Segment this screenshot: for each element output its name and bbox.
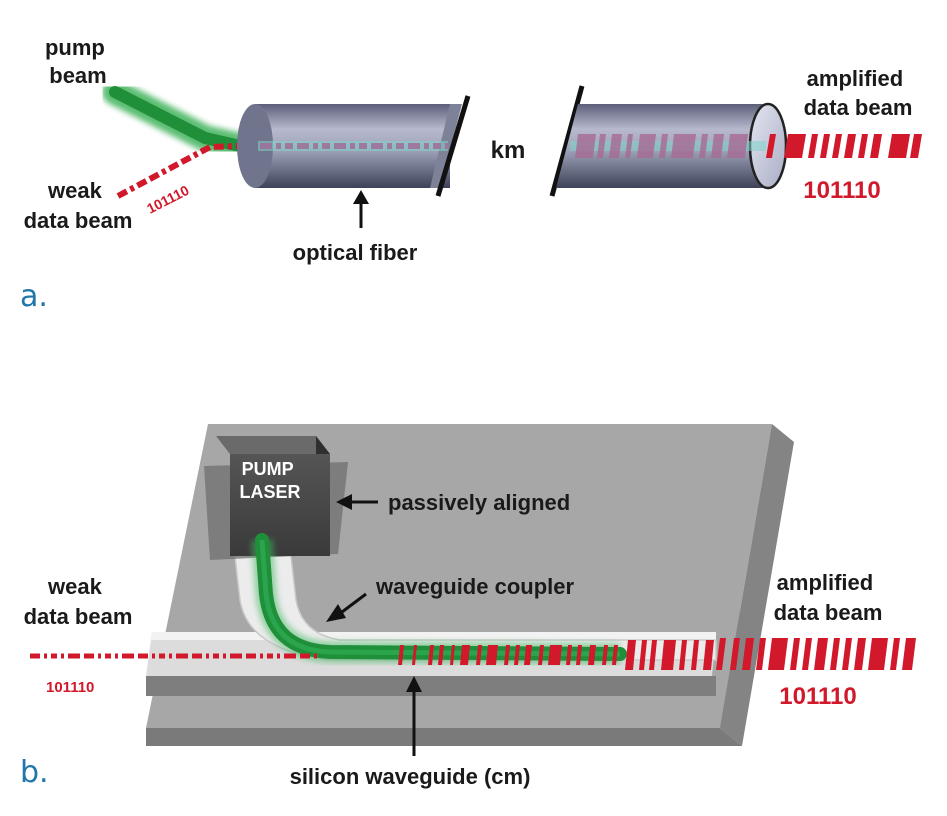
distance-km-label: km [491,137,526,164]
optical-fiber-label: optical fiber [293,240,418,265]
weak-data-beam-label-b: weak data beam [24,574,133,629]
panel-a: pump beam weak data beam 101110 optical … [20,35,922,314]
panel-b: PUMP LASER [20,424,916,790]
panel-a-letter: a. [20,279,48,314]
pump-beam-label: pump beam [45,35,111,88]
amplified-data-beam-ray [766,134,922,158]
break-line-left [435,95,471,197]
panel-b-letter: b. [20,755,49,790]
fiber-core-right [570,141,766,151]
output-bits-label-b: 101110 [779,683,856,710]
amplified-pulses-in-fiber [575,134,748,158]
pump-beam-ray [102,79,253,159]
pump-laser-box [216,436,330,556]
pump-laser-label: PUMP LASER [239,459,300,502]
amplified-data-beam-label: amplified data beam [804,66,913,120]
input-bits-label: 101110 [144,182,192,217]
silicon-waveguide-arrow [406,676,422,756]
waveguide-coupler-label: waveguide coupler [375,574,574,599]
amplified-data-pulses [398,638,916,670]
waveguide-coupler-arrow [326,592,367,622]
passively-aligned-arrow [336,494,378,510]
silicon-waveguide-label: silicon waveguide (cm) [290,764,531,789]
weak-data-beam-ray [116,143,241,199]
break-line-right [549,85,585,197]
input-bits-label-b: 101110 [46,679,94,696]
amplified-data-beam-label-b: amplified data beam [774,570,883,625]
fiber-arrow [353,190,369,228]
weak-data-beam-label: weak data beam [24,178,133,233]
passively-aligned-label: passively aligned [388,490,570,515]
output-bits-label: 101110 [803,177,880,204]
pump-light-path [251,533,627,665]
